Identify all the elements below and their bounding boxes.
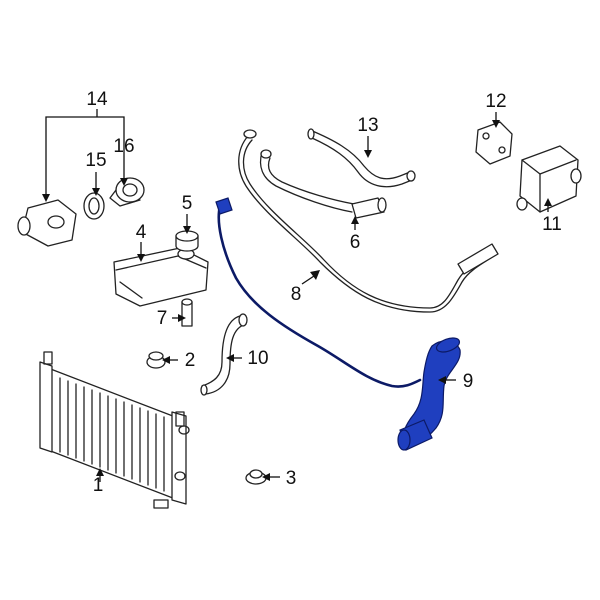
callout-labels: 1 2 3 4 5 6 7 8 9 10 11 12 13 14 15 16 (85, 89, 561, 496)
part-connector[interactable] (181, 298, 193, 327)
part-radiator[interactable] (39, 351, 190, 509)
part-water-outlet[interactable] (516, 145, 582, 213)
callout-16: 16 (113, 136, 134, 157)
callout-11: 11 (542, 214, 562, 235)
part-thermostat[interactable] (109, 177, 145, 207)
callout-9: 9 (463, 371, 474, 392)
callout-4: 4 (136, 222, 147, 243)
part-cap[interactable] (175, 230, 199, 252)
callout-13: 13 (357, 115, 378, 136)
part-heater-hose[interactable] (307, 128, 416, 188)
leader-lines (42, 109, 552, 482)
callout-8: 8 (291, 284, 302, 305)
part-mount[interactable] (245, 469, 267, 485)
part-gasket-plate[interactable] (475, 121, 513, 165)
part-bypass-line[interactable] (238, 129, 499, 313)
callout-1: 1 (93, 475, 104, 496)
part-thermostat-housing[interactable] (17, 199, 77, 247)
callout-12: 12 (485, 91, 506, 112)
callout-6: 6 (350, 232, 361, 253)
callout-10: 10 (247, 348, 268, 369)
callout-3: 3 (286, 468, 297, 489)
part-reservoir[interactable] (113, 247, 209, 307)
part-grommet[interactable] (146, 351, 166, 369)
callout-7: 7 (157, 308, 168, 329)
part-upper-hose[interactable] (259, 149, 387, 219)
part-gasket[interactable] (83, 192, 105, 220)
callout-5: 5 (182, 193, 193, 214)
callout-2: 2 (185, 350, 196, 371)
callout-15: 15 (85, 150, 106, 171)
part-lower-hose[interactable] (200, 313, 248, 396)
callout-14: 14 (86, 89, 108, 110)
part-radiator-hose-highlighted[interactable] (215, 197, 461, 451)
